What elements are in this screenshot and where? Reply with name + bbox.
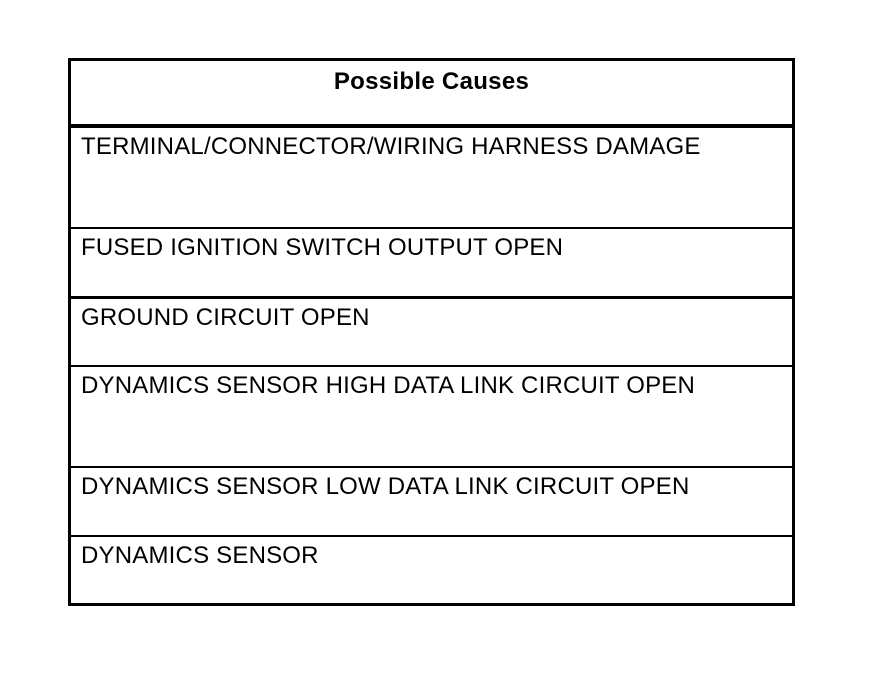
table-header: Possible Causes xyxy=(71,61,792,128)
table-row: DYNAMICS SENSOR HIGH DATA LINK CIRCUIT O… xyxy=(71,367,792,468)
possible-causes-table: Possible Causes TERMINAL/CONNECTOR/WIRIN… xyxy=(68,58,795,606)
table-row: DYNAMICS SENSOR LOW DATA LINK CIRCUIT OP… xyxy=(71,468,792,537)
table-row: DYNAMICS SENSOR xyxy=(81,542,319,569)
table-row: TERMINAL/CONNECTOR/WIRING HARNESS DAMAGE xyxy=(71,128,792,229)
table-row: FUSED IGNITION SWITCH OUTPUT OPEN xyxy=(71,229,792,299)
table-row: GROUND CIRCUIT OPEN xyxy=(71,299,792,367)
